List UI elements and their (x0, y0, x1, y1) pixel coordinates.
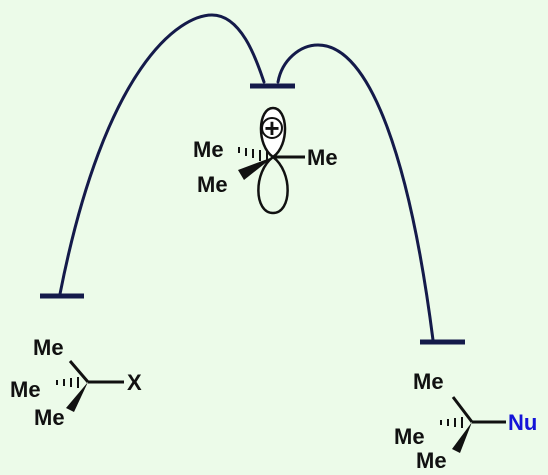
reactant-me-wedge: Me (34, 405, 65, 430)
reactant-structure: Me X Me Me (10, 335, 142, 430)
product-bond-top (451, 396, 474, 423)
intermediate-me-hash: Me (193, 137, 224, 162)
cation-charge: + (264, 113, 279, 143)
energy-profile-curve (58, 13, 435, 342)
reactant-me-hash: Me (10, 377, 41, 402)
carbocation-structure: + Me Me Me (193, 106, 338, 215)
hashed-bond-upper-left (238, 147, 268, 163)
intermediate-me-right: Me (307, 145, 338, 170)
reactant-me-top: Me (33, 335, 64, 360)
product-nucleophile: Nu (508, 410, 537, 435)
product-wedge-bond (452, 422, 472, 453)
product-structure: Me Nu Me Me (394, 369, 537, 473)
product-me-hash: Me (394, 424, 425, 449)
reactant-wedge-bond (66, 382, 88, 412)
intermediate-me-wedge: Me (197, 172, 228, 197)
p-orbital-lower-lobe (257, 155, 289, 215)
reactant-leaving-group: X (127, 370, 142, 395)
reactant-bond-top (68, 360, 90, 383)
wedge-bond-lower-left (238, 157, 273, 180)
product-hashed-bond (440, 417, 463, 428)
product-me-wedge: Me (416, 448, 447, 473)
reactant-hashed-bond (56, 377, 79, 388)
product-me-top: Me (413, 369, 444, 394)
plus-in-circle-icon (261, 117, 283, 139)
